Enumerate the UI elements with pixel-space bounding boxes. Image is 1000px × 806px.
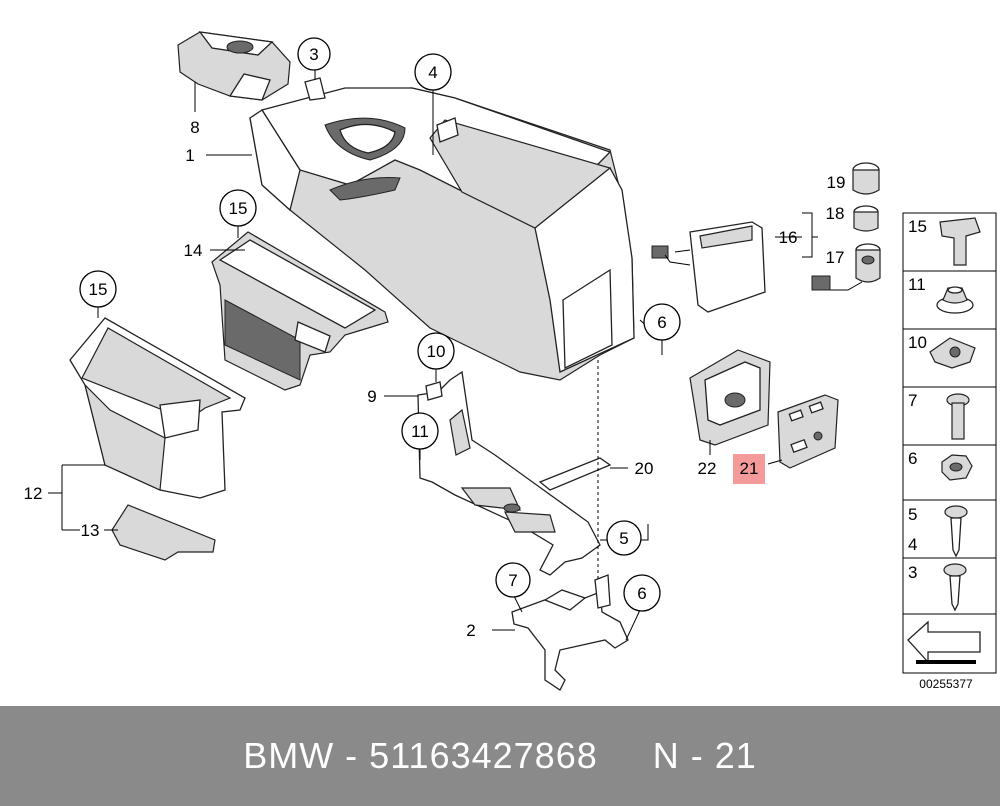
callout-19: 19 [827, 173, 846, 192]
screw-7-icon [946, 393, 970, 440]
callout-2: 2 [466, 621, 475, 640]
screw-3-icon [943, 563, 967, 612]
callout-15-tray: 15 [229, 199, 248, 218]
callout-10: 10 [427, 342, 446, 361]
footer-bar: BMW - 51163427868 N - 21 [0, 706, 1000, 806]
legend-label-3: 3 [908, 563, 917, 582]
parts-diagram: 1 2 3 4 5 6 6 7 8 9 10 11 12 13 14 15 15… [24, 31, 997, 691]
callout-8: 8 [190, 118, 199, 137]
part-12-storage-bin[interactable] [69, 317, 246, 499]
callout-11: 11 [411, 422, 429, 441]
callout-7: 7 [508, 571, 517, 590]
legend-label-10: 10 [908, 333, 927, 352]
callout-6-lower: 6 [637, 584, 646, 603]
part-14-storage-tray[interactable] [211, 231, 389, 391]
part-8-cup-holder[interactable] [177, 31, 291, 101]
part-9-bracket[interactable] [417, 370, 601, 576]
part-17-socket[interactable] [811, 243, 881, 291]
legend-label-4: 4 [908, 535, 917, 554]
callout-22: 22 [698, 459, 717, 478]
screw-5-4-icon [944, 505, 968, 558]
legend-label-11: 11 [908, 275, 926, 294]
legend-label-15: 15 [908, 217, 927, 236]
callout-18: 18 [826, 204, 845, 223]
callout-4: 4 [428, 63, 437, 82]
clip-icon [939, 217, 981, 266]
callout-5: 5 [619, 529, 628, 548]
callout-6-upper: 6 [657, 313, 666, 332]
part-18-plug[interactable] [853, 205, 879, 232]
part-21-panel[interactable] [777, 394, 839, 469]
callout-1: 1 [185, 146, 194, 165]
hex-nut-icon [941, 454, 973, 481]
part-13-mat[interactable] [111, 504, 216, 561]
part-22-rear-vent[interactable] [689, 349, 771, 446]
callout-15-bin: 15 [89, 280, 108, 299]
part-16-ashtray[interactable] [651, 221, 766, 313]
fastener-legend: 15 11 10 7 6 5 4 3 [902, 212, 997, 674]
part-20-strip[interactable] [538, 457, 612, 491]
legend-label-7: 7 [908, 391, 917, 410]
part-1-center-console[interactable] [249, 77, 635, 381]
callout-13: 13 [81, 521, 100, 540]
callout-16: 16 [779, 228, 798, 247]
part-number-caption: BMW - 51163427868 N - 21 [243, 735, 757, 776]
callout-21-highlight [733, 454, 765, 484]
part-2-support-bracket[interactable] [511, 574, 629, 691]
legend-label-5: 5 [908, 505, 917, 524]
callout-17: 17 [826, 248, 845, 267]
arrow-icon [907, 620, 981, 664]
callout-20: 20 [635, 459, 654, 478]
leader-lines [48, 68, 818, 641]
diagram-id: 00255377 [919, 677, 973, 691]
callout-3: 3 [309, 45, 318, 64]
flange-nut-icon [936, 286, 974, 314]
callout-12: 12 [24, 484, 43, 503]
callout-circles [79, 37, 681, 612]
callout-14: 14 [184, 241, 203, 260]
callout-9: 9 [367, 387, 376, 406]
part-19-plug[interactable] [852, 162, 880, 195]
legend-label-6: 6 [908, 449, 917, 468]
callout-21[interactable]: 21 [740, 459, 759, 478]
